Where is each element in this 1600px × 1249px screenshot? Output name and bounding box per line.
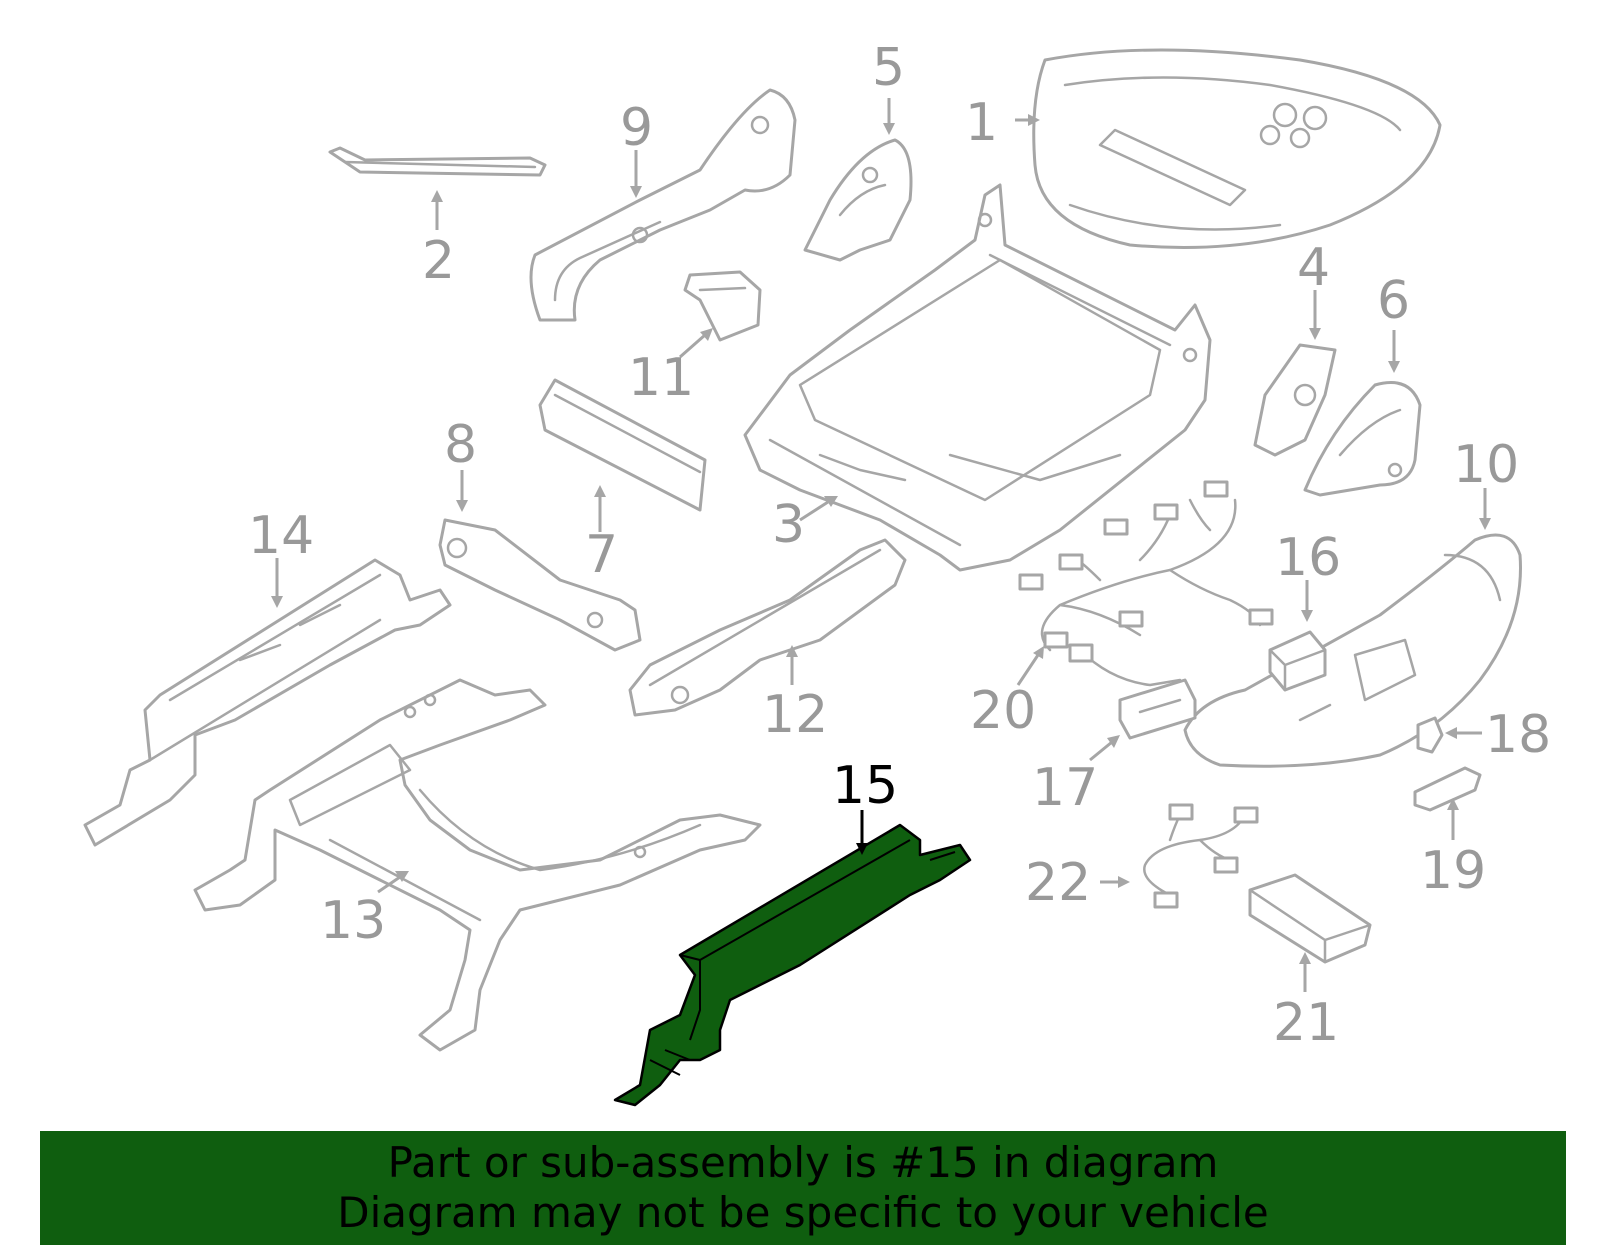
callout-arrows bbox=[271, 98, 1491, 992]
callout-16: 16 bbox=[1275, 528, 1341, 588]
callout-1: 1 bbox=[965, 93, 998, 153]
callout-2: 2 bbox=[422, 231, 455, 291]
part-21-module bbox=[1248, 873, 1372, 964]
callout-9: 9 bbox=[620, 98, 653, 158]
callout-14: 14 bbox=[248, 506, 314, 566]
callout-18: 18 bbox=[1485, 705, 1551, 765]
part-1-seat-cushion-pan bbox=[1032, 48, 1442, 249]
callout-12: 12 bbox=[762, 685, 828, 745]
part-19-knob bbox=[1413, 766, 1482, 812]
callout-17: 17 bbox=[1032, 758, 1098, 818]
callout-19: 19 bbox=[1420, 841, 1486, 901]
part-9-side-trim bbox=[529, 88, 797, 322]
callout-20: 20 bbox=[970, 681, 1036, 741]
part-20-harness bbox=[1018, 480, 1274, 652]
part-4-recliner bbox=[1253, 343, 1337, 457]
part-7-cover-panel bbox=[538, 378, 707, 512]
callout-4: 4 bbox=[1297, 238, 1330, 298]
info-banner: Part or sub-assembly is #15 in diagram D… bbox=[40, 1131, 1566, 1245]
callout-21: 21 bbox=[1273, 993, 1339, 1053]
part-6-recliner-cover bbox=[1303, 381, 1422, 497]
part-15-seat-track-rail bbox=[613, 823, 972, 1107]
callout-10: 10 bbox=[1453, 435, 1519, 495]
part-2-bar bbox=[328, 146, 547, 177]
part-14-outer-rail bbox=[83, 558, 452, 847]
part-12-inner-rail bbox=[628, 538, 907, 717]
callout-5: 5 bbox=[872, 38, 905, 98]
banner-line-disclaimer: Diagram may not be specific to your vehi… bbox=[337, 1188, 1269, 1237]
callout-6: 6 bbox=[1377, 271, 1410, 331]
callout-15: 15 bbox=[832, 756, 898, 816]
part-22-harness bbox=[1143, 803, 1259, 909]
part-13-base-frame bbox=[193, 678, 762, 1052]
part-18-clip bbox=[1416, 716, 1444, 754]
callout-3: 3 bbox=[772, 495, 805, 555]
part-5-hinge-cover bbox=[803, 138, 913, 262]
callout-11: 11 bbox=[628, 348, 694, 408]
part-8-brace bbox=[438, 518, 642, 652]
callout-7: 7 bbox=[585, 525, 618, 585]
callout-13: 13 bbox=[320, 891, 386, 951]
banner-line-part-number: Part or sub-assembly is #15 in diagram bbox=[387, 1138, 1219, 1187]
part-3-seat-frame bbox=[743, 183, 1212, 572]
part-17-switch bbox=[1068, 643, 1197, 740]
part-16-module bbox=[1268, 630, 1327, 692]
part-11-bracket bbox=[683, 270, 762, 342]
callout-8: 8 bbox=[444, 415, 477, 475]
callout-labels: 1 2 3 4 5 6 7 8 9 10 11 12 13 14 15 16 1… bbox=[248, 38, 1551, 1053]
callout-22: 22 bbox=[1025, 853, 1091, 913]
part-10-side-shield bbox=[1183, 533, 1522, 768]
